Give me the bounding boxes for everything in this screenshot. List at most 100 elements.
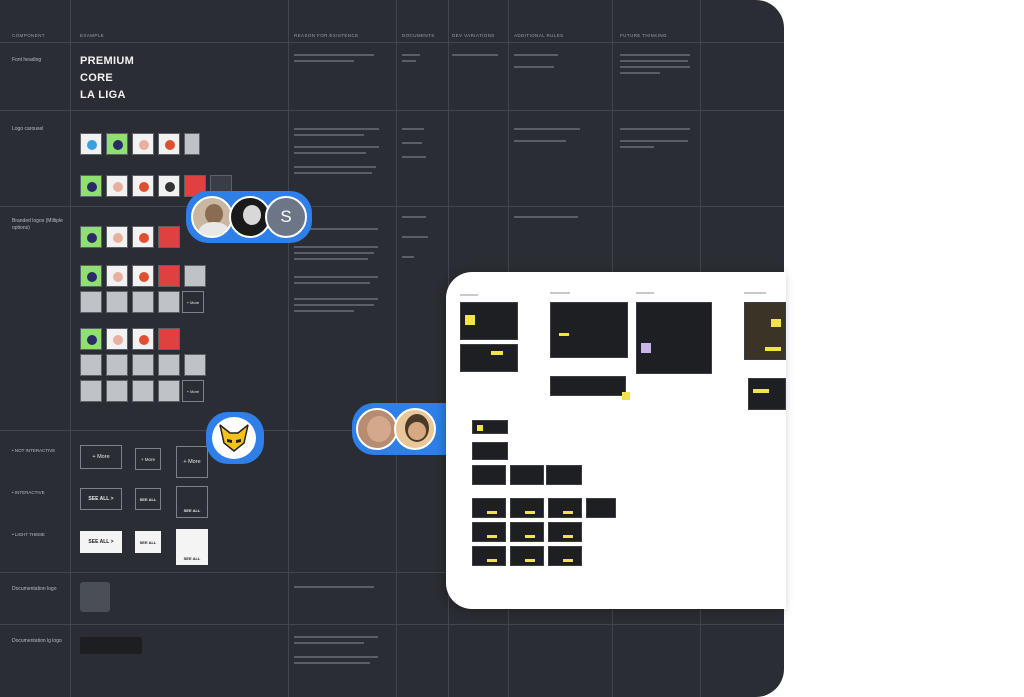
logo-tile (184, 354, 206, 376)
description-text-block (294, 282, 370, 284)
screen-thumbnail[interactable] (472, 546, 506, 566)
more-logos-button[interactable]: + More (182, 380, 204, 402)
logo-tile (80, 175, 102, 197)
see-all-button-compact[interactable]: SEE ALL (135, 488, 161, 510)
see-all-button-square[interactable]: SEE ALL (176, 486, 208, 518)
logo-tile (106, 291, 128, 313)
sticky-note (622, 392, 630, 400)
league-title-premium: PREMIUM (80, 55, 135, 67)
more-button-medium[interactable]: + More (135, 448, 161, 470)
rule-text (514, 54, 558, 56)
row-divider (0, 572, 784, 573)
screen-thumbnail[interactable] (472, 420, 508, 434)
screen-thumbnail[interactable] (510, 465, 544, 485)
description-text-block (294, 304, 374, 306)
more-button-square[interactable]: + More (176, 446, 208, 478)
logo-tile (132, 133, 154, 155)
collaborator-avatar-letter[interactable]: S (265, 196, 307, 238)
screen-thumbnail[interactable] (748, 378, 786, 410)
collaborator-avatar[interactable] (394, 408, 436, 450)
column-header-example: EXAMPLE (80, 33, 105, 38)
description-text-block (294, 172, 372, 174)
future-text (620, 128, 690, 130)
collaborator-avatar[interactable] (356, 408, 398, 450)
more-button-large[interactable]: + More (80, 445, 122, 469)
documentation-logo-icon (80, 582, 110, 612)
document-link (402, 216, 426, 218)
description-text-block (294, 662, 370, 664)
row-divider (0, 624, 784, 625)
screen-thumbnail[interactable] (472, 498, 506, 518)
document-link (402, 60, 416, 62)
description-text-block (294, 310, 354, 312)
rule-text (514, 140, 566, 142)
description-text-block (294, 152, 366, 154)
logo-tile (106, 354, 128, 376)
see-all-button-light-square[interactable]: SEE ALL (176, 529, 208, 565)
row-divider (0, 42, 784, 43)
document-link (402, 236, 428, 238)
logo-tile (184, 265, 206, 287)
screen-thumbnail[interactable] (472, 465, 506, 485)
row-label-documentation-lg-logo: Documentation lg logo (12, 638, 62, 644)
frame-label (636, 292, 654, 294)
future-text (620, 140, 688, 142)
description-text-block (294, 252, 374, 254)
screen-thumbnail[interactable] (472, 442, 508, 460)
logo-tile (106, 265, 128, 287)
future-text (620, 54, 690, 56)
screen-thumbnail[interactable] (460, 302, 518, 340)
column-header-dev-variations: DEV VARIATIONS (452, 33, 495, 38)
logo-tile (158, 380, 180, 402)
screen-thumbnail[interactable] (546, 465, 582, 485)
description-text-block (294, 586, 374, 588)
description-text-block (294, 60, 354, 62)
logo-tile (80, 265, 102, 287)
frame-label (744, 292, 766, 294)
more-logos-button[interactable]: + More (182, 291, 204, 313)
see-all-button-dark[interactable]: SEE ALL > (80, 488, 122, 510)
logo-tile (80, 133, 102, 155)
col-divider (288, 0, 289, 697)
row-label-font-heading: Font heading (12, 57, 42, 63)
description-text-block (294, 642, 364, 644)
screen-thumbnail[interactable] (472, 522, 506, 542)
screen-thumbnail[interactable] (460, 344, 518, 372)
logo-tile (106, 328, 128, 350)
collaborator-avatar[interactable] (191, 196, 233, 238)
document-link (402, 142, 422, 144)
screen-thumbnail[interactable] (636, 302, 712, 374)
column-header-documents: DOCUMENTS (402, 33, 435, 38)
description-text-block (294, 134, 364, 136)
see-all-button-light-compact[interactable]: SEE ALL (135, 531, 161, 553)
description-text-block (294, 258, 368, 260)
screens-canvas (446, 272, 786, 609)
col-divider (396, 0, 397, 697)
screen-thumbnail[interactable] (510, 498, 544, 518)
description-text-block (294, 276, 378, 278)
row-label-not-interactive: • NOT INTERACTIVE (12, 448, 56, 453)
see-all-button-light[interactable]: SEE ALL > (80, 531, 122, 553)
logo-tile (158, 291, 180, 313)
column-header-additional-rules: ADDITIONAL RULES (514, 33, 564, 38)
rule-text (514, 216, 578, 218)
screen-thumbnail[interactable] (510, 522, 544, 542)
wolverine-avatar-icon[interactable] (212, 417, 256, 459)
screen-thumbnail[interactable] (510, 546, 544, 566)
logo-tile (158, 354, 180, 376)
column-header-future-thinking: FUTURE THINKING (620, 33, 667, 38)
screen-thumbnail[interactable] (550, 376, 626, 396)
screen-thumbnail[interactable] (548, 522, 582, 542)
screen-thumbnail[interactable] (586, 498, 616, 518)
screen-thumbnail[interactable] (548, 546, 582, 566)
document-link (402, 156, 426, 158)
screen-thumbnail[interactable] (548, 498, 582, 518)
description-text-block (294, 636, 378, 638)
logo-tile (132, 265, 154, 287)
logo-tile (132, 291, 154, 313)
screen-thumbnail[interactable] (744, 302, 786, 360)
screen-thumbnail[interactable] (550, 302, 628, 358)
logo-tile (80, 354, 102, 376)
logo-tile (132, 226, 154, 248)
documentation-lg-logo-icon (80, 637, 142, 654)
